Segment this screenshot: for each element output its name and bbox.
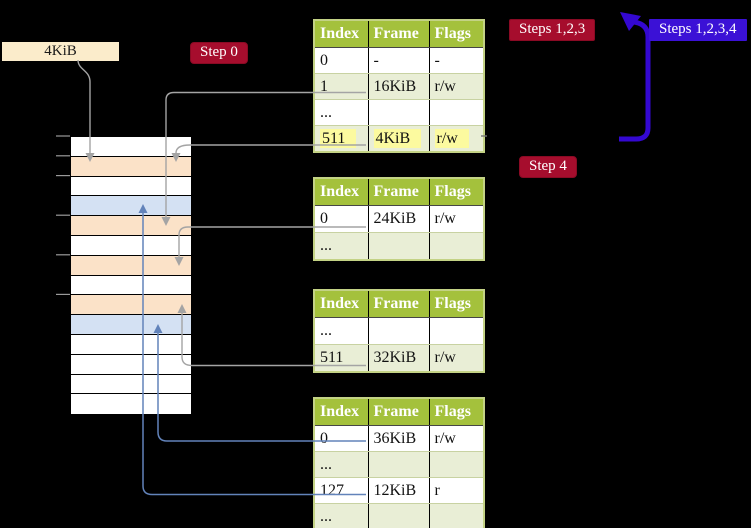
table-header-row: Index Frame Flags: [315, 399, 483, 426]
page-table-3: Index Frame Flags ... 511 32KiB r/w: [313, 289, 485, 373]
memory-row: [71, 394, 191, 415]
table-header-row: Index Frame Flags: [315, 291, 483, 318]
col-header-flags: Flags: [429, 399, 483, 426]
col-header-flags: Flags: [429, 291, 483, 318]
memory-row: [71, 216, 191, 236]
memory-row: [71, 156, 191, 177]
memory-row: [71, 275, 191, 296]
memory-row: [71, 334, 191, 355]
table-header-row: Index Frame Flags: [315, 179, 483, 206]
memory-row: [71, 137, 191, 157]
table-row: ...: [315, 99, 483, 126]
table-row: 1 16KiB r/w: [315, 73, 483, 100]
table-row-highlighted: 511 4KiB r/w: [315, 125, 483, 151]
memory-row: [71, 354, 191, 375]
memory-row: [71, 315, 191, 335]
page-table-4: Index Frame Flags 0 36KiB r/w ... 127 12…: [313, 397, 485, 528]
col-header-flags: Flags: [429, 179, 483, 206]
step-0-badge: Step 0: [190, 42, 248, 64]
memory-tick-marks: [56, 135, 70, 295]
table-row: ...: [315, 503, 483, 528]
highlighted-value: 4KiB: [373, 128, 422, 148]
page-table-2: Index Frame Flags 0 24KiB r/w ...: [313, 177, 485, 261]
col-header-index: Index: [315, 21, 369, 48]
col-header-frame: Frame: [368, 179, 430, 206]
col-header-frame: Frame: [368, 399, 430, 426]
page-table-1: Index Frame Flags 0 - - 1 16KiB r/w ... …: [313, 19, 485, 153]
table-row: 0 24KiB r/w: [315, 205, 483, 233]
table-row: ...: [315, 232, 483, 259]
steps-1234-badge: Steps 1,2,3,4: [649, 19, 747, 41]
col-header-index: Index: [315, 399, 369, 426]
col-header-frame: Frame: [368, 21, 430, 48]
col-header-index: Index: [315, 291, 369, 318]
page-size-label: 4KiB: [2, 42, 119, 61]
table-row: 511 32KiB r/w: [315, 344, 483, 371]
table-header-row: Index Frame Flags: [315, 21, 483, 48]
memory-row: [71, 196, 191, 217]
col-header-frame: Frame: [368, 291, 430, 318]
col-header-index: Index: [315, 179, 369, 206]
col-header-flags: Flags: [429, 21, 483, 48]
steps-123-badge: Steps 1,2,3: [509, 19, 596, 41]
memory-row: [71, 255, 191, 276]
table-row: 0 - -: [315, 47, 483, 74]
memory-row: [71, 176, 191, 197]
highlighted-value: r/w: [434, 128, 469, 148]
step-4-badge: Step 4: [519, 156, 577, 178]
table-row: 0 36KiB r/w: [315, 425, 483, 452]
physical-memory-strip: [70, 136, 192, 416]
memory-row: [71, 374, 191, 395]
memory-row: [71, 295, 191, 316]
loop-arrow: [619, 12, 651, 142]
table-row: ...: [315, 317, 483, 345]
loop-arrowhead: [620, 12, 641, 31]
table-row: 127 12KiB r: [315, 477, 483, 504]
memory-row: [71, 235, 191, 256]
highlighted-value: 511: [320, 128, 357, 148]
table-row: ...: [315, 451, 483, 478]
